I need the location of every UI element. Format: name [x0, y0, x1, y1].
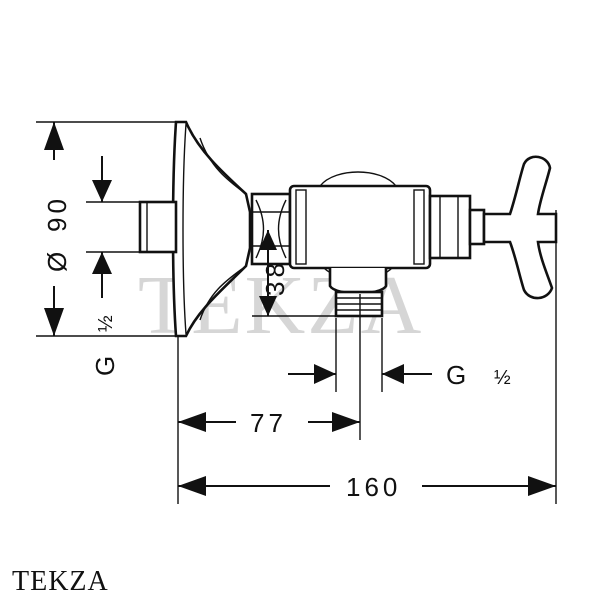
diameter-value: 90: [42, 195, 72, 232]
diameter-symbol: Ø: [42, 248, 72, 272]
outlet-depth-value: 38: [260, 259, 290, 296]
offset-value: 77: [250, 408, 287, 438]
outlet-depth-dimension: 38: [252, 230, 336, 317]
valve-body: [288, 171, 432, 279]
inlet-thread-dimension: G ½: [86, 156, 140, 376]
outlet-thread-size: ½: [494, 367, 511, 389]
hex-nut: [250, 192, 292, 266]
cross-handle: [482, 155, 558, 300]
offset-dimension: 77: [177, 294, 361, 504]
overall-length-dimension: 160: [178, 210, 557, 504]
spindle: [428, 194, 486, 260]
inlet-thread-label: G: [90, 352, 120, 376]
overall-length-value: 160: [346, 472, 401, 502]
diameter-dimension: Ø 90: [36, 121, 176, 337]
inlet-stub: [138, 200, 178, 254]
inlet-thread-size: ½: [95, 315, 117, 332]
brand-label: TEKZA: [12, 566, 109, 597]
outlet-thread-label: G: [446, 360, 470, 390]
outlet-fitting: [328, 268, 388, 318]
outlet-thread-dimension: G ½: [288, 318, 511, 392]
